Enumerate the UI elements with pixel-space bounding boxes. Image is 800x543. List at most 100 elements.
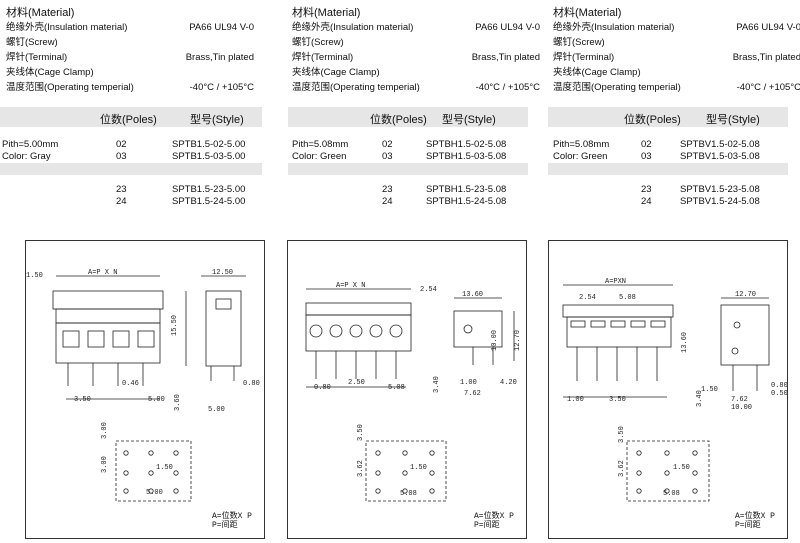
style-cell: SPTBH1.5-24-5.08 bbox=[426, 196, 507, 207]
dim-label: 0.80 bbox=[243, 380, 260, 388]
housing-body bbox=[55, 322, 161, 364]
pin-hole bbox=[123, 450, 129, 456]
screw-rail bbox=[55, 308, 161, 324]
drawing-note: A=位数X P P=间距 bbox=[474, 512, 514, 530]
pin-hole bbox=[636, 470, 642, 476]
dim-label: 4.20 bbox=[500, 379, 517, 387]
poles-cell: 23 bbox=[641, 184, 652, 195]
clamp-slot bbox=[650, 320, 666, 328]
table-ellipsis-band bbox=[288, 163, 528, 175]
note-line: P=间距 bbox=[211, 521, 238, 530]
table-header-2: 位数(Poles) 型号(Style) bbox=[288, 107, 528, 127]
housing-top bbox=[305, 302, 412, 316]
spec-row-temp: 温度范围(Operating temperial)-40°C / +105°C bbox=[6, 80, 254, 95]
dim-label: 12.70 bbox=[514, 330, 522, 351]
pin-hole bbox=[375, 450, 381, 456]
spec-row-clamp: 夹线体(Cage Clamp) bbox=[292, 65, 540, 80]
pin-hole bbox=[173, 488, 179, 494]
dim-label: 7.62 bbox=[731, 396, 748, 404]
dim-label: 1.00 bbox=[460, 379, 477, 387]
style-cell: SPTBH1.5-03-5.08 bbox=[426, 151, 507, 162]
spec-label: 焊针(Terminal) bbox=[553, 52, 615, 63]
style-cell: SPTBV1.5-02-5.08 bbox=[680, 139, 760, 150]
pitch-label: Pith=5.00mm bbox=[2, 139, 59, 150]
spec-value: PA66 UL94 V-0 bbox=[736, 22, 800, 33]
dim-label: 0.80 bbox=[771, 382, 787, 390]
spec-row-screw: 螺钉(Screw) bbox=[6, 35, 254, 50]
spec-value: Brass,Tin plated bbox=[185, 52, 254, 63]
spec-label: 螺钉(Screw) bbox=[553, 37, 605, 48]
spec-label: 温度范围(Operating temperial) bbox=[553, 82, 681, 93]
poles-cell: 24 bbox=[382, 196, 393, 207]
screw-hole bbox=[137, 330, 155, 348]
spec-value: PA66 UL94 V-0 bbox=[189, 22, 254, 33]
dim-label: 5.00 bbox=[146, 489, 163, 497]
dim-label: 13.60 bbox=[462, 291, 483, 299]
style-header: 型号(Style) bbox=[706, 114, 760, 126]
dim-label: 1.50 bbox=[673, 464, 690, 472]
pin-hole bbox=[429, 488, 435, 494]
spec-row-terminal: 焊针(Terminal)Brass,Tin plated bbox=[292, 50, 540, 65]
spec-label: 绝缘外壳(Insulation material) bbox=[553, 22, 675, 33]
note-line: A=位数X P bbox=[734, 512, 775, 521]
screw-hole bbox=[87, 330, 105, 348]
spec-value: -40°C / +105°C bbox=[736, 82, 800, 93]
dim-label: 1.50 bbox=[26, 272, 43, 280]
dim-label: 3.40 bbox=[433, 376, 441, 393]
drawing-panel-1: 1.50 A=P X N 12.50 15.50 0.46 0.80 3.50 … bbox=[25, 240, 265, 539]
pitch-label: Pith=5.08mm bbox=[292, 139, 349, 150]
dim-label: 3.40 bbox=[696, 390, 704, 407]
dim-label: 3.00 bbox=[101, 456, 109, 473]
side-view-hole bbox=[463, 324, 473, 334]
dim-label: 3.50 bbox=[609, 396, 626, 404]
spec-row-screw: 螺钉(Screw) bbox=[292, 35, 540, 50]
spec-row-screw: 螺钉(Screw) bbox=[553, 35, 800, 50]
dim-label: 2.54 bbox=[579, 294, 596, 302]
spec-row-insulation: 绝缘外壳(Insulation material) PA66 UL94 V-0 bbox=[6, 20, 254, 35]
dim-label: 3.62 bbox=[357, 460, 365, 477]
drawing-panel-2: A=P X N 2.54 13.60 10.00 12.70 0.80 2.50… bbox=[287, 240, 527, 539]
dim-label: 10.00 bbox=[731, 404, 752, 412]
housing-body bbox=[305, 314, 412, 352]
screw-hole bbox=[112, 330, 130, 348]
poles-cell: 24 bbox=[641, 196, 652, 207]
pin-hole bbox=[664, 488, 670, 494]
table-header-1: 位数(Poles) 型号(Style) bbox=[0, 107, 262, 127]
footprint-outline bbox=[365, 440, 447, 502]
style-cell: SPTB1.5-24-5.00 bbox=[172, 196, 246, 207]
spec-row-insulation: 绝缘外壳(Insulation material) PA66 UL94 V-0 bbox=[553, 20, 800, 35]
dim-label: 5.08 bbox=[388, 384, 405, 392]
dim-label: A=P X N bbox=[336, 282, 365, 290]
material-title: 材料(Material) bbox=[292, 7, 361, 19]
style-cell: SPTB1.5-03-5.00 bbox=[172, 151, 246, 162]
pin-hole bbox=[123, 470, 129, 476]
spec-row-insulation: 绝缘外壳(Insulation material)PA66 UL94 V-0 bbox=[292, 20, 540, 35]
spec-label: 绝缘外壳(Insulation material) bbox=[6, 22, 128, 33]
pin-hole bbox=[375, 488, 381, 494]
color-label: Color: Green bbox=[292, 151, 347, 162]
material-title: 材料(Material) bbox=[6, 7, 75, 19]
material-title: 材料(Material) bbox=[553, 7, 622, 19]
style-cell: SPTBV1.5-24-5.08 bbox=[680, 196, 760, 207]
pin-hole bbox=[692, 450, 698, 456]
poles-header: 位数(Poles) bbox=[624, 114, 681, 126]
wire-entry bbox=[369, 324, 383, 338]
style-cell: SPTBH1.5-23-5.08 bbox=[426, 184, 507, 195]
poles-cell: 03 bbox=[382, 151, 393, 162]
dim-label: 13.60 bbox=[681, 332, 689, 353]
wire-entry bbox=[349, 324, 363, 338]
color-label: Color: Green bbox=[553, 151, 608, 162]
footprint-outline bbox=[115, 440, 192, 502]
side-view-hole bbox=[731, 347, 739, 355]
pitch-label: Pith=5.08mm bbox=[553, 139, 610, 150]
drawing-note: A=位数X P P=间距 bbox=[212, 512, 252, 530]
poles-cell: 03 bbox=[116, 151, 127, 162]
dim-label: 3.00 bbox=[101, 422, 109, 439]
pin-hole bbox=[692, 470, 698, 476]
spec-row-clamp: 夹线体(Cage Clamp) bbox=[6, 65, 254, 80]
housing-body bbox=[566, 316, 672, 348]
style-cell: SPTBV1.5-23-5.08 bbox=[680, 184, 760, 195]
clamp-slot bbox=[570, 320, 586, 328]
drawing-panel-3: A=PXN 2.54 5.08 12.70 13.60 1.50 0.80 0.… bbox=[548, 240, 788, 539]
spec-label: 焊针(Terminal) bbox=[292, 52, 354, 63]
